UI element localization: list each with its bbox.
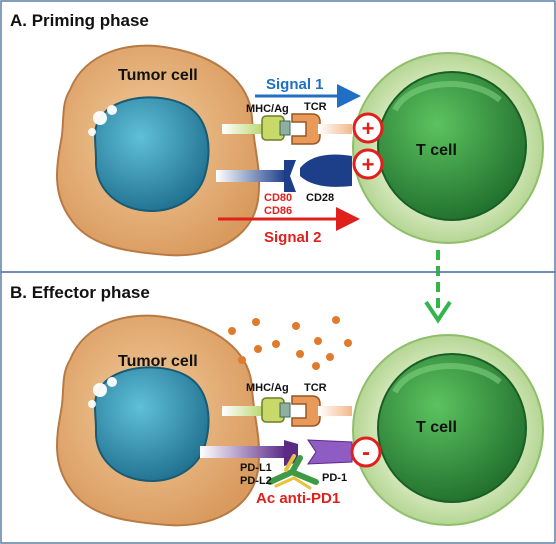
tumor-cell-icon — [56, 314, 261, 527]
t-cell-label-b: T cell — [416, 419, 457, 436]
cytokine-dots — [228, 316, 352, 370]
svg-text:+: + — [362, 152, 375, 177]
pd-l1-ligand-icon — [200, 440, 298, 466]
mhc-receptor-icon — [222, 397, 291, 423]
t-cell-icon — [352, 52, 544, 244]
plus-signal-icon: + — [352, 148, 384, 180]
cytokine-dot-icon — [292, 322, 300, 330]
cytokine-dot-icon — [312, 362, 320, 370]
cd28-label: CD28 — [306, 192, 334, 204]
antibody-icon — [267, 454, 319, 490]
cytokine-dot-icon — [252, 318, 260, 326]
cd28-receptor-icon — [300, 154, 352, 187]
minus-signal-icon: - — [350, 436, 382, 468]
panel-b-title: B. Effector phase — [10, 283, 150, 302]
cytokine-dot-icon — [254, 345, 262, 353]
cytokine-dot-icon — [326, 353, 334, 361]
pd-1-receptor-icon — [307, 439, 353, 465]
tumor-cell-label-a: Tumor cell — [118, 67, 198, 84]
tumor-cell-icon — [56, 44, 261, 257]
svg-text:-: - — [362, 439, 370, 466]
cytokine-dot-icon — [332, 316, 340, 324]
cytokine-dot-icon — [228, 327, 236, 335]
cd80-ligand-icon — [216, 160, 296, 192]
cytokine-dot-icon — [296, 350, 304, 358]
signal1-label: Signal 1 — [266, 76, 324, 93]
signal2-label: Signal 2 — [264, 229, 322, 246]
t-cell-icon — [352, 334, 544, 526]
cytokine-dot-icon — [344, 339, 352, 347]
t-cell-label-a: T cell — [416, 142, 457, 159]
tcr-label-b: TCR — [304, 382, 327, 394]
mhc-label-a: MHC/Ag — [246, 103, 289, 115]
nucleus-icon — [94, 366, 210, 482]
pd-l2-label: PD-L2 — [240, 475, 272, 487]
tcr-label-a: TCR — [304, 101, 327, 113]
svg-text:+: + — [362, 116, 375, 141]
cd80-label: CD80 — [264, 192, 292, 204]
tcr-receptor-icon — [291, 395, 352, 427]
mhc-label-b: MHC/Ag — [246, 382, 289, 394]
cd86-label: CD86 — [264, 205, 292, 217]
cytokine-dot-icon — [272, 340, 280, 348]
tumor-cell-label-b: Tumor cell — [118, 353, 198, 370]
pd-1-label: PD-1 — [322, 472, 347, 484]
antibody-label: Ac anti-PD1 — [256, 490, 340, 507]
nucleus-icon — [94, 96, 210, 212]
plus-signal-icon: + — [352, 112, 384, 144]
panel-a-title: A. Priming phase — [10, 11, 149, 30]
tcr-receptor-icon — [291, 113, 352, 145]
mhc-receptor-icon — [222, 115, 291, 141]
pd-l1-label: PD-L1 — [240, 462, 272, 474]
panel-b-frame — [0, 271, 556, 544]
cytokine-dot-icon — [314, 337, 322, 345]
cytokine-dot-icon — [238, 356, 246, 364]
phase-transition-arrow — [424, 250, 452, 324]
